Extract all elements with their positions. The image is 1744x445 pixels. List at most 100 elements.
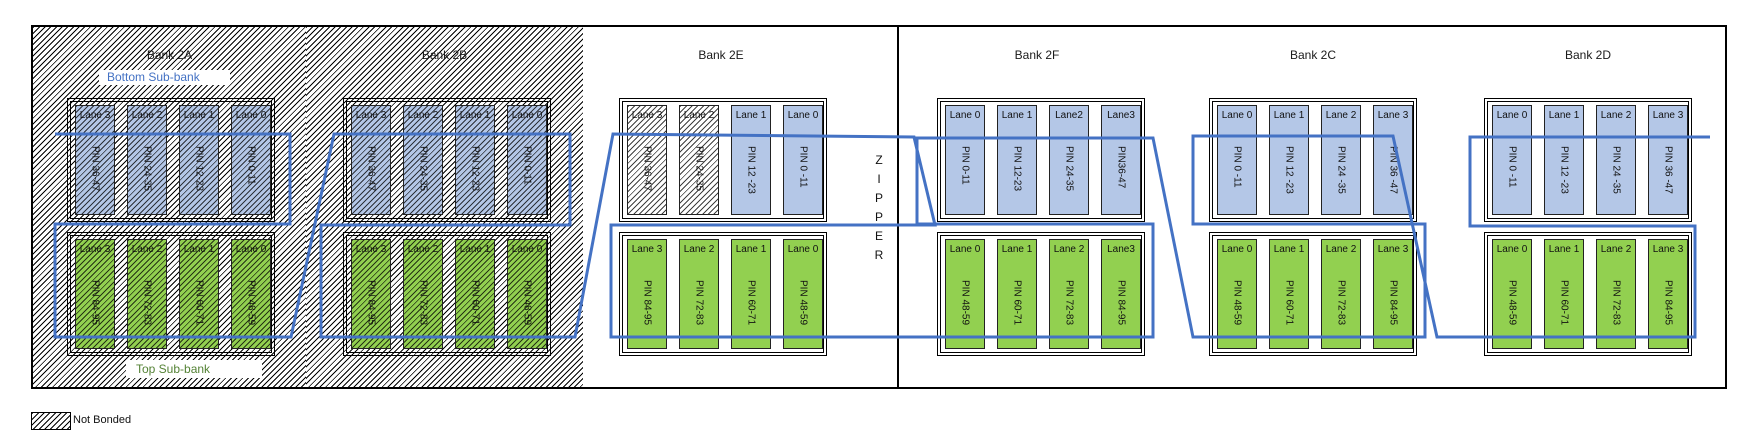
lane-label: Lane 2 xyxy=(407,110,439,121)
pin-label: PIN 36-47 xyxy=(89,146,101,192)
lane-label: Lane 2 xyxy=(1600,110,1632,121)
pin-label: PIN 0-11 xyxy=(959,146,971,185)
pin-label: PIN 12 -23 xyxy=(1558,146,1570,194)
pin-label: PIN 48-59 xyxy=(797,280,809,326)
lane-label: Lane 0 xyxy=(511,244,543,255)
pin-label: PIN 72-83 xyxy=(1610,280,1622,326)
pin-label: PIN 72-83 xyxy=(1063,280,1075,326)
bottom-subbank-label: Bottom Sub-bank xyxy=(99,70,230,85)
lane-label: Lane 1 xyxy=(1273,244,1305,255)
zipper-letter: R xyxy=(874,248,884,262)
lane-box: Lane 2 PIN 72-83 xyxy=(1049,239,1089,349)
pin-label: PIN 48-59 xyxy=(1231,280,1243,326)
pin-label: PIN 12-23 xyxy=(1011,146,1023,192)
pin-label: PIN 36-47 xyxy=(641,146,653,192)
pin-label: PIN 48-59 xyxy=(1506,280,1518,326)
pin-label: PIN 36-47 xyxy=(365,146,377,192)
pin-label: PIN 12 -23 xyxy=(745,146,757,194)
lane-label: Lane 1 xyxy=(1001,244,1033,255)
lane-label: Lane 0 xyxy=(235,244,267,255)
zipper-column: Z I P P E R xyxy=(859,25,899,389)
zipper-letter: I xyxy=(877,172,881,186)
pin-label: PIN 84-95 xyxy=(641,280,653,326)
bank-title: Bank 2B xyxy=(421,48,468,62)
lane-label: Lane 0 xyxy=(235,110,267,121)
pin-label: PIN 24-35 xyxy=(1063,146,1075,192)
pin-label: PIN 0-11 xyxy=(245,146,257,185)
lane-label: Lane 2 xyxy=(683,244,715,255)
lane-label: Lane 3 xyxy=(355,110,387,121)
pin-label: PIN 84-95 xyxy=(89,280,101,326)
lane-label: Lane 3 xyxy=(631,110,663,121)
pin-label: PIN 0 -11 xyxy=(1231,146,1243,188)
pin-label: PIN 60-71 xyxy=(193,280,205,326)
pin-label: PIN 60-71 xyxy=(745,280,757,326)
pin-label: PIN 24-35 xyxy=(693,146,705,192)
lane-label: Lane 2 xyxy=(683,110,715,121)
pin-label: PIN 12-23 xyxy=(469,146,481,192)
lane-box: Lane 0 PIN 0 -11 xyxy=(1217,105,1257,215)
pin-label: PIN 84-95 xyxy=(365,280,377,326)
bank-title: Bank 2A xyxy=(146,48,193,62)
bank-title: Bank 2F xyxy=(1014,48,1060,62)
lane-label: Lane 0 xyxy=(511,110,543,121)
pin-label: PIN 48-59 xyxy=(959,280,971,326)
lane-label: Lane 2 xyxy=(1325,244,1357,255)
lane-label: Lane 3 xyxy=(1652,244,1684,255)
bank-title: Bank 2E xyxy=(698,48,744,62)
bank-title: Bank 2C xyxy=(1289,48,1337,62)
lane-label: Lane 2 xyxy=(1053,244,1085,255)
pin-label: PIN 24 -35 xyxy=(1610,146,1622,194)
lane-label: Lane 0 xyxy=(949,110,981,121)
lane-box: Lane 0 PIN 0-11 xyxy=(231,105,271,215)
lane-label: Lane 1 xyxy=(459,110,491,121)
lane-label: Lane 1 xyxy=(459,244,491,255)
pin-label: PIN 12 -23 xyxy=(1283,146,1295,194)
pin-label: PIN 60-71 xyxy=(1558,280,1570,326)
legend-not-bonded-swatch xyxy=(31,412,71,430)
pin-label: PIN 72-83 xyxy=(1335,280,1347,326)
lane-label: Lane 1 xyxy=(183,110,215,121)
lane-label: Lane2 xyxy=(1055,110,1083,121)
zipper-letter: Z xyxy=(875,153,883,167)
lane-label: Lane 2 xyxy=(131,244,163,255)
pin-label: PIN 84-95 xyxy=(1387,280,1399,326)
top-subbank-label: Top Sub-bank xyxy=(126,360,262,378)
lane-label: Lane 3 xyxy=(1377,110,1409,121)
lane-label: Lane 2 xyxy=(1325,110,1357,121)
lane-label: Lane 0 xyxy=(1221,110,1253,121)
lane-label: Lane 3 xyxy=(355,244,387,255)
